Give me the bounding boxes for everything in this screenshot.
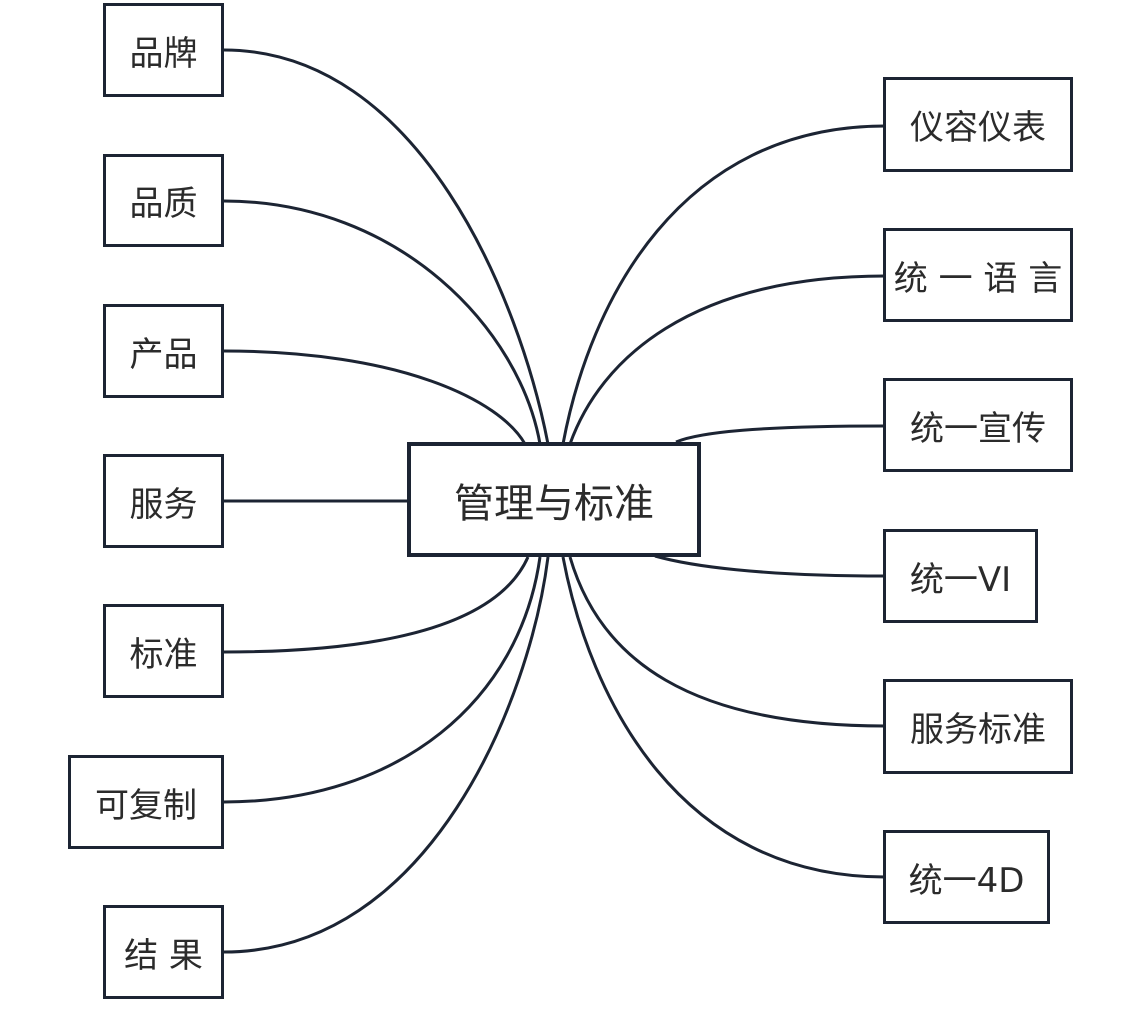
right-node-1[interactable]: 仪容仪表 (883, 77, 1073, 172)
connector-left-1 (223, 48, 550, 445)
connector-left-2 (223, 199, 542, 445)
left-node-label: 标准 (129, 634, 198, 675)
right-node-label: 统一VI (909, 559, 1012, 600)
right-node-6[interactable]: 统一4D (883, 830, 1050, 924)
right-node-label: 统一4D (908, 860, 1025, 901)
left-node-label: 服务 (129, 484, 198, 525)
connector-left-5 (223, 556, 530, 654)
right-node-label: 统一宣传 (910, 408, 1046, 449)
left-node-label: 结 果 (124, 935, 203, 976)
left-node-2[interactable]: 品质 (103, 154, 224, 247)
right-node-label: 统 一 语 言 (893, 258, 1063, 299)
left-node-4[interactable]: 服务 (103, 454, 224, 548)
connector-right-2 (568, 274, 886, 445)
connector-right-1 (561, 124, 886, 445)
central-topic-label: 管理与标准 (454, 480, 654, 527)
connector-left-3 (223, 349, 527, 445)
connector-right-3 (675, 424, 886, 444)
left-node-6[interactable]: 可复制 (68, 755, 224, 849)
connector-left-7 (223, 556, 550, 954)
right-node-3[interactable]: 统一宣传 (883, 378, 1073, 472)
right-node-5[interactable]: 服务标准 (883, 679, 1073, 774)
left-node-7[interactable]: 结 果 (103, 905, 224, 999)
left-node-3[interactable]: 产品 (103, 304, 224, 398)
left-node-label: 产品 (129, 334, 198, 375)
left-node-label: 品牌 (129, 33, 198, 74)
connector-right-6 (561, 556, 886, 879)
central-topic-node[interactable]: 管理与标准 (407, 442, 701, 557)
connector-right-4 (654, 554, 886, 578)
left-node-label: 可复制 (95, 785, 197, 826)
connector-right-5 (568, 556, 886, 728)
right-node-label: 服务标准 (910, 710, 1046, 750)
right-node-4[interactable]: 统一VI (883, 529, 1038, 623)
right-node-2[interactable]: 统 一 语 言 (883, 228, 1073, 322)
left-node-5[interactable]: 标准 (103, 604, 224, 698)
right-node-label: 仪容仪表 (910, 108, 1046, 148)
left-node-label: 品质 (129, 184, 198, 224)
left-node-1[interactable]: 品牌 (103, 3, 224, 97)
connector-left-6 (223, 556, 542, 804)
